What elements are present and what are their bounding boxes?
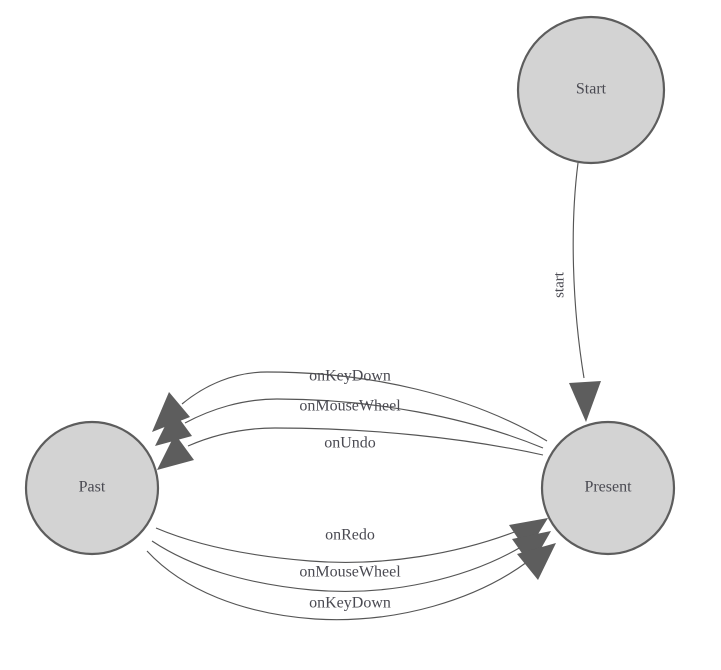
edge-path-present-past-2: [184, 398, 544, 449]
arrowhead-past-present-2: [512, 531, 551, 566]
edge-path-present-past-1: [181, 371, 548, 442]
node-present-circle: [540, 420, 676, 556]
node-start-circle: [516, 15, 666, 165]
edge-path-past-present-2: [151, 540, 522, 593]
edge-past-to-present-onredo[interactable]: onRedo: [155, 518, 548, 563]
arrowhead-past-present-1: [509, 518, 548, 552]
edge-present-to-past-onundo[interactable]: onUndo: [157, 427, 544, 470]
edge-label-past-present-2: onMouseWheel: [299, 564, 401, 581]
node-past[interactable]: Past: [24, 420, 160, 556]
edge-past-to-present-onmousewheel[interactable]: onMouseWheel: [151, 531, 551, 593]
edge-path-past-present-3: [146, 550, 528, 621]
node-present[interactable]: Present: [540, 420, 676, 556]
edge-present-to-past-onmousewheel[interactable]: onMouseWheel: [155, 398, 544, 449]
edge-path-past-present-1: [155, 527, 518, 563]
arrowhead-past-present-3: [517, 543, 556, 580]
node-present-label: Present: [584, 479, 632, 496]
node-past-circle: [24, 420, 160, 556]
edge-label-present-past-1: onKeyDown: [309, 368, 391, 385]
edge-label-present-past-2: onMouseWheel: [299, 398, 401, 415]
edge-label-past-present-1: onRedo: [325, 527, 375, 544]
arrowhead-present-past-2: [155, 410, 192, 446]
node-past-label: Past: [79, 479, 106, 496]
node-start[interactable]: Start: [516, 15, 666, 165]
edge-start-to-present[interactable]: start: [551, 162, 601, 422]
arrowhead-present-past-3: [157, 434, 194, 470]
edge-label-start: start: [551, 271, 567, 298]
arrowhead-start-present: [569, 381, 601, 422]
edge-label-past-present-3: onKeyDown: [309, 595, 391, 612]
node-start-label: Start: [576, 81, 607, 98]
edge-present-to-past-onkeydown[interactable]: onKeyDown: [152, 368, 548, 442]
edge-path-present-past-3: [187, 427, 544, 456]
edge-label-present-past-3: onUndo: [324, 435, 376, 452]
edge-path-start-present: [572, 162, 585, 379]
edge-past-to-present-onkeydown[interactable]: onKeyDown: [146, 543, 556, 621]
arrowhead-present-past-1: [152, 392, 190, 432]
